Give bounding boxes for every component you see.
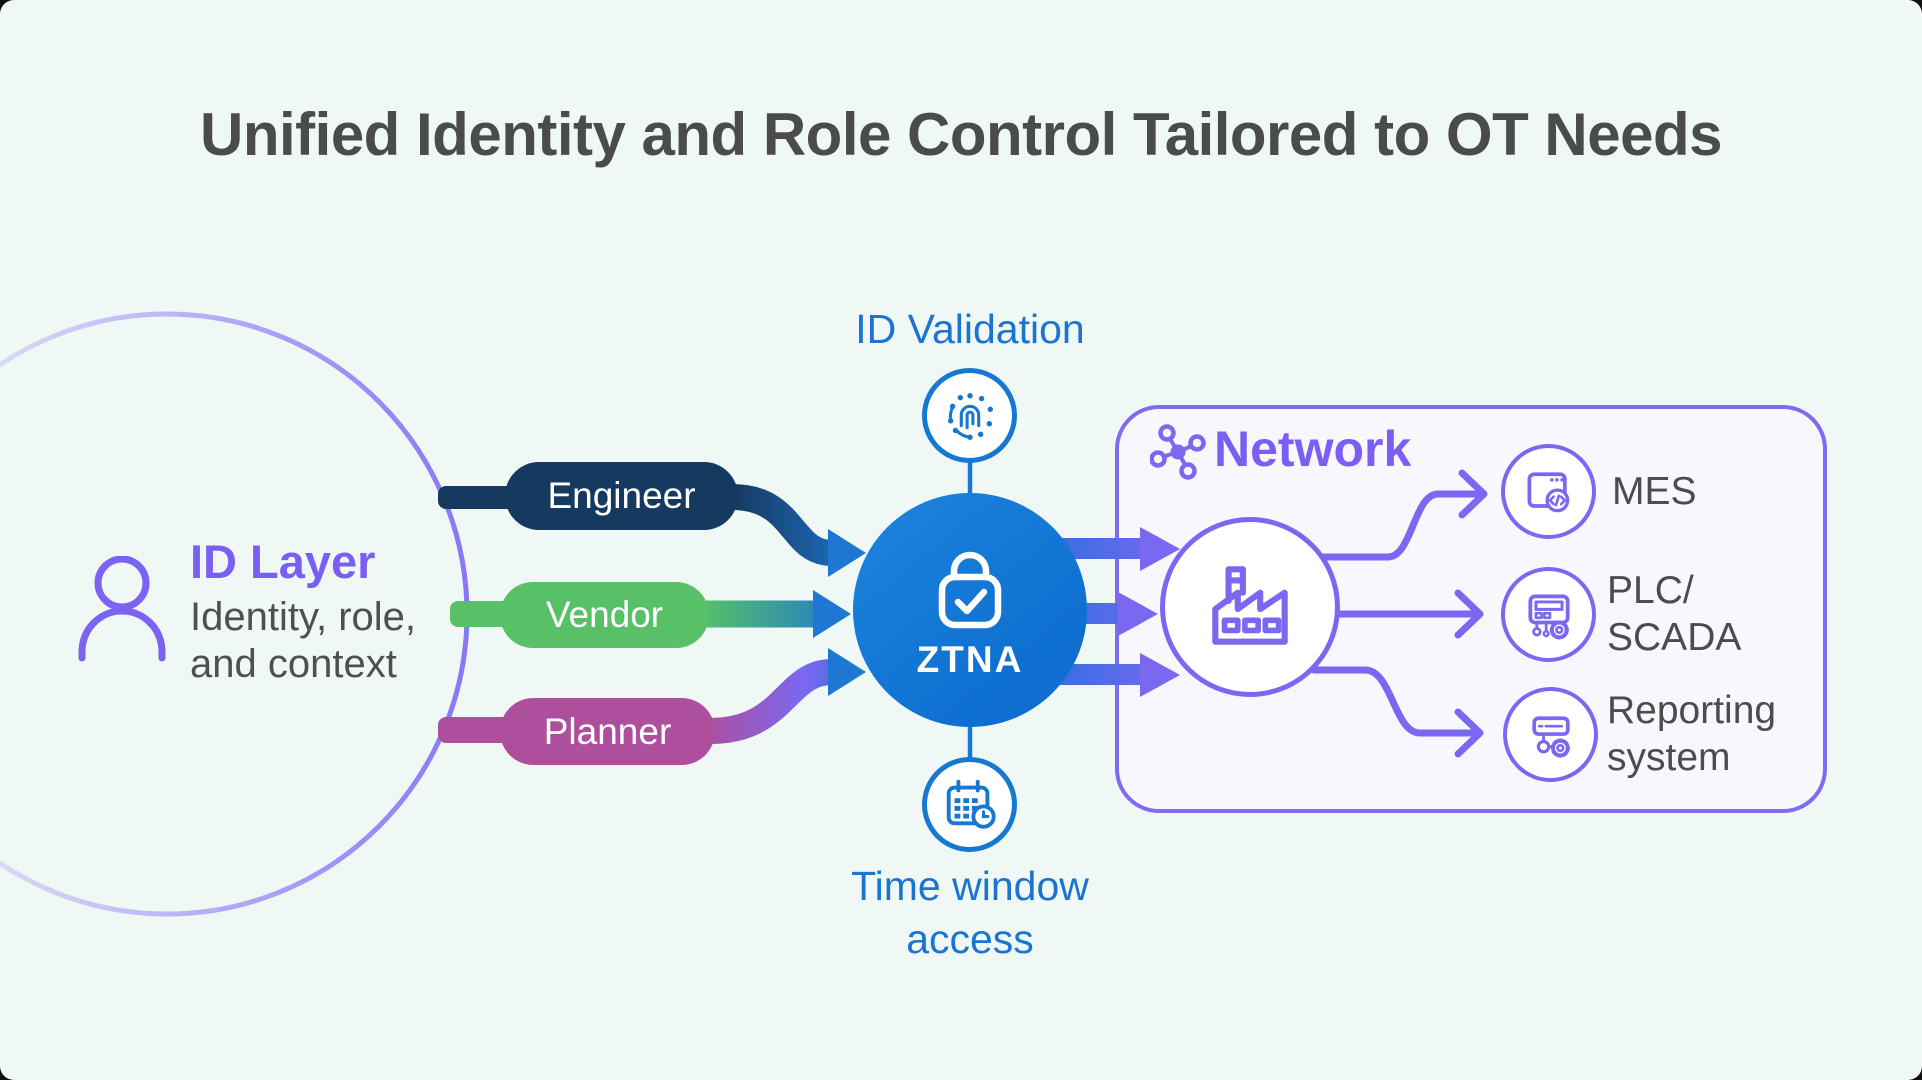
network-item-mes-label: MES: [1612, 470, 1697, 513]
page-title: Unified Identity and Role Control Tailor…: [200, 101, 1722, 168]
browser-code-icon: [1527, 471, 1569, 512]
factory-node: [1160, 517, 1340, 697]
ztna-node: ZTNA: [853, 493, 1087, 727]
network-item-reporting-system-label: Reporting system: [1607, 689, 1777, 779]
network-item-plc-scada: [1501, 567, 1596, 662]
factory-icon: [1212, 566, 1288, 645]
id-validation-label: ID Validation: [855, 306, 1085, 352]
planner-arrowhead: [828, 648, 866, 696]
fingerprint-scan-icon: [947, 392, 993, 440]
network-item-reporting-system: [1503, 687, 1598, 782]
planner-arrow: [709, 659, 834, 744]
network-item-mes: [1501, 444, 1596, 539]
ztna-label: ZTNA: [916, 639, 1024, 680]
time-window-label: Time window access: [851, 863, 1089, 962]
role-pill-engineer-label: Engineer: [547, 475, 696, 516]
role-pill-planner-label: Planner: [543, 710, 672, 752]
calendar-clock-icon: [946, 779, 996, 829]
plc-gear-icon: [1527, 593, 1570, 640]
network-item-plc-scada-label: PLC/ SCADA: [1607, 569, 1742, 659]
role-pill-engineer: Engineer: [505, 462, 738, 530]
id-layer-heading: ID Layer: [190, 535, 376, 588]
role-pill-vendor: Vendor: [500, 582, 709, 648]
report-gear-icon: [1531, 715, 1570, 758]
engineer-arrow: [731, 484, 834, 566]
id-layer-subtitle: Identity, role, and context: [190, 595, 417, 686]
lock-check-icon: [938, 551, 1002, 629]
person-icon: [78, 556, 166, 662]
role-pill-planner: Planner: [500, 698, 715, 765]
vendor-arrowhead: [813, 590, 851, 638]
role-pill-vendor-label: Vendor: [545, 594, 664, 635]
id-validation-node: [922, 368, 1017, 463]
time-window-node: [922, 757, 1017, 852]
network-nodes-icon: [1150, 424, 1206, 480]
network-heading: Network: [1214, 421, 1412, 477]
